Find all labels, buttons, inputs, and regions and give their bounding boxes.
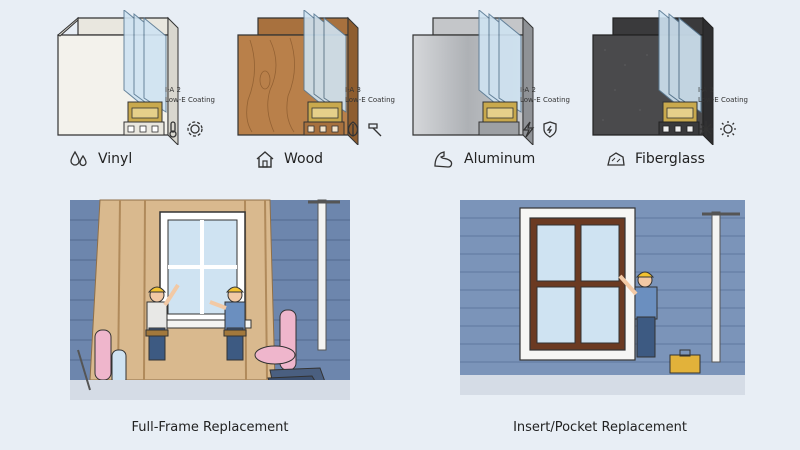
material-label-aluminum: Aluminum [432, 148, 535, 170]
spec-ratio: I-A 2 [520, 86, 536, 94]
worker-installer [618, 271, 658, 358]
fiberglass-feature-icons [698, 120, 740, 142]
vinyl-feature-icons [165, 120, 207, 142]
fiberglass-frame-illustration [592, 10, 714, 145]
flexed-arm-icon [434, 151, 453, 168]
material-label-fiberglass: Fiberglass [605, 148, 705, 170]
fiber-rock-icon [607, 152, 625, 166]
insert-pocket-scene [450, 190, 750, 415]
material-label-vinyl: Vinyl [68, 148, 132, 170]
vinyl-frame-illustration [57, 10, 179, 145]
spec-ratio: I-A 2 [698, 86, 714, 94]
spec-ratio: I-A 3 [345, 86, 361, 94]
shield-icon [543, 121, 557, 138]
frame-card-wood [230, 10, 390, 145]
water-drops-icon [70, 150, 87, 167]
full-frame-scene [60, 190, 360, 415]
spec-coating: Low-E Coating [345, 96, 395, 104]
full-frame-illustration [70, 199, 350, 400]
insert-pocket-illustration [460, 200, 745, 395]
worker-right [209, 286, 247, 361]
lightning-icon [522, 121, 535, 138]
aluminum-frame-illustration [412, 10, 534, 145]
frame-card-fiberglass [585, 10, 745, 145]
spec-coating: Low-E Coating [165, 96, 215, 104]
spec-fiberglass: I-A 2 Low-E Coating [698, 85, 748, 105]
material-name: Wood [284, 151, 324, 167]
wood-frame-illustration [237, 10, 359, 145]
caption-insert-pocket: Insert/Pocket Replacement [513, 420, 687, 435]
spec-ratio: I-A 2 [165, 86, 181, 94]
spec-coating: Low-E Coating [698, 96, 748, 104]
material-name: Fiberglass [635, 151, 705, 167]
frame-card-vinyl [50, 10, 210, 145]
frame-card-aluminum [405, 10, 565, 145]
material-name: Vinyl [98, 151, 133, 167]
leaf-icon [347, 121, 359, 137]
spec-wood: I-A 3 Low-E Coating [345, 85, 395, 105]
material-label-wood: Wood [254, 148, 323, 170]
spec-coating: Low-E Coating [520, 96, 570, 104]
caption-full-frame: Full-Frame Replacement [131, 420, 289, 435]
spec-aluminum: I-A 2 Low-E Coating [520, 85, 570, 105]
wood-feature-icons [345, 120, 387, 142]
aluminum-feature-icons [520, 120, 562, 142]
spec-vinyl: I-A 2 Low-E Coating [165, 85, 215, 105]
hammer-icon [368, 123, 382, 137]
snowflake-icon [699, 121, 713, 137]
thermometer-icon [169, 121, 177, 138]
worker-left [145, 283, 180, 361]
house-icon [256, 151, 274, 168]
gear-icon [187, 121, 203, 137]
material-name: Aluminum [464, 151, 536, 167]
sun-icon [720, 121, 736, 137]
